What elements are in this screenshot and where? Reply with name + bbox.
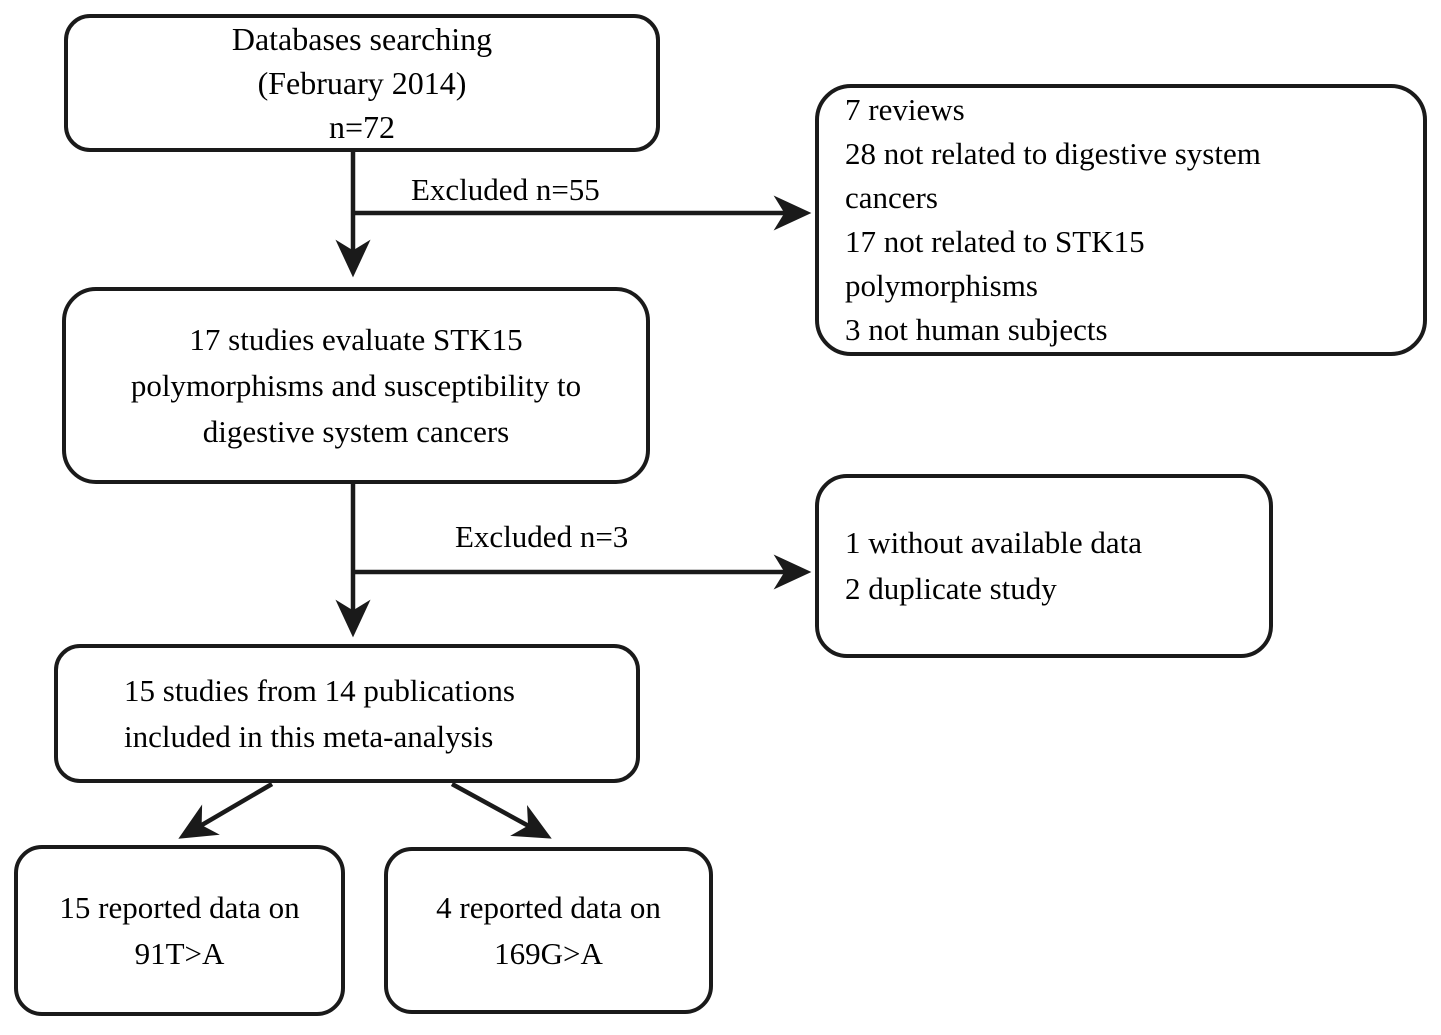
- node-line: Databases searching: [231, 21, 493, 57]
- node-line: 17 studies evaluate STK15: [189, 321, 523, 357]
- node-line: 2 duplicate study: [845, 571, 1057, 606]
- node-line: 4 reported data on: [436, 889, 661, 925]
- node-line: 15 reported data on: [59, 889, 300, 925]
- node-line: included in this meta-analysis: [124, 718, 494, 754]
- node-line: 169G>A: [494, 935, 603, 971]
- node-line: polymorphisms: [845, 268, 1038, 303]
- node-exclusion-reasons-second[interactable]: 1 without available data 2 duplicate stu…: [815, 474, 1273, 658]
- node-reported-169ga[interactable]: 4 reported data on 169G>A: [384, 847, 713, 1014]
- node-databases-searching[interactable]: Databases searching (February 2014) n=72: [64, 14, 660, 152]
- node-line: n=72: [328, 109, 396, 145]
- node-line: 15 studies from 14 publications: [124, 672, 515, 708]
- node-line: 3 not human subjects: [845, 312, 1108, 347]
- node-line: 28 not related to digestive system: [845, 136, 1261, 171]
- node-line: 7 reviews: [845, 92, 965, 127]
- node-line: (February 2014): [257, 65, 467, 101]
- node-studies-evaluated[interactable]: 17 studies evaluate STK15 polymorphisms …: [62, 287, 650, 484]
- edge-label-excluded-55: Excluded n=55: [411, 172, 600, 207]
- node-line: 17 not related to STK15: [845, 224, 1145, 259]
- edge-included-to-leaf-2: [450, 782, 552, 839]
- node-line: polymorphisms and susceptibility to: [130, 367, 582, 403]
- node-reported-91ta[interactable]: 15 reported data on 91T>A: [14, 845, 345, 1016]
- node-line: digestive system cancers: [202, 413, 510, 449]
- node-line: 1 without available data: [845, 525, 1142, 560]
- node-exclusion-reasons-first[interactable]: 7 reviews 28 not related to digestive sy…: [815, 84, 1427, 356]
- node-line: cancers: [845, 180, 938, 215]
- node-line: 91T>A: [134, 935, 225, 971]
- edge-label-excluded-3: Excluded n=3: [455, 519, 629, 554]
- node-studies-included[interactable]: 15 studies from 14 publications included…: [54, 644, 640, 783]
- edge-included-to-leaf-1: [178, 782, 274, 839]
